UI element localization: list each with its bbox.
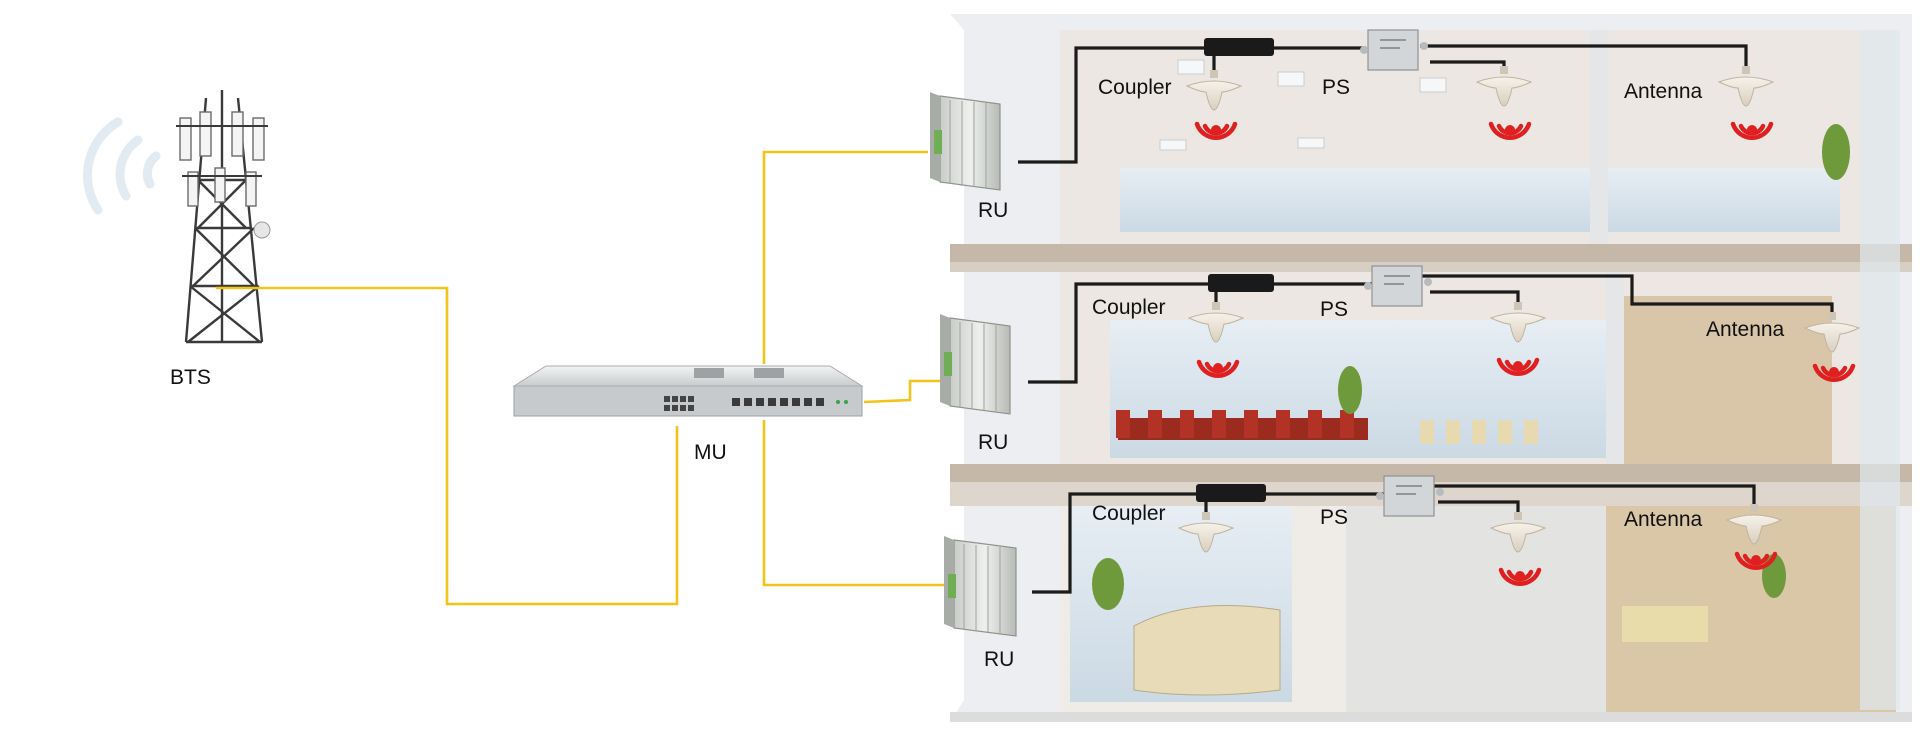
ru-label-middle: RU: [978, 431, 1008, 454]
coupler-label-top: Coupler: [1098, 76, 1172, 99]
fiber-links: [216, 150, 1042, 606]
ps-label-bottom: PS: [1320, 506, 1348, 529]
antenna-label-top: Antenna: [1624, 80, 1703, 103]
coupler-label-bottom: Coupler: [1092, 502, 1166, 525]
fiber-mu-to-ru-top: [762, 150, 928, 364]
antenna-label-bottom: Antenna: [1624, 508, 1703, 531]
building-cutaway: [950, 14, 1912, 722]
ru-label-bottom: RU: [984, 648, 1014, 671]
coupler-device-top: [1204, 38, 1274, 56]
fiber-bts-to-mu: [216, 286, 679, 606]
ps-device-top: [1360, 29, 1428, 71]
ps-device-middle: [1364, 265, 1432, 307]
antenna-icon: [1489, 512, 1547, 553]
fiber-mu-to-ru-middle: [863, 379, 948, 404]
ru-label-top: RU: [978, 199, 1008, 222]
antenna-icon: [1177, 512, 1235, 553]
coupler-device-middle: [1208, 274, 1274, 292]
antenna-icon: [1717, 66, 1775, 107]
ru-device-middle: [940, 314, 1011, 415]
antenna-icon: [1803, 312, 1861, 353]
antenna-icon: [1187, 302, 1245, 343]
mu-label: MU: [694, 441, 727, 464]
antenna-icon: [1475, 66, 1533, 107]
ps-device-bottom: [1376, 475, 1444, 517]
bts-label: BTS: [170, 366, 211, 389]
coupler-device-bottom: [1196, 484, 1266, 502]
antenna-label-middle: Antenna: [1706, 318, 1785, 341]
ru-device-top: [930, 92, 1001, 191]
ru-device-bottom: [944, 536, 1017, 637]
antenna-icon: [1725, 504, 1783, 545]
radio-wave-icon: [82, 117, 161, 215]
antenna-icon: [1489, 302, 1547, 343]
ps-label-middle: PS: [1320, 298, 1348, 321]
bts-tower: [82, 90, 271, 344]
mu-device: [512, 365, 864, 417]
coupler-label-middle: Coupler: [1092, 296, 1166, 319]
fiber-mu-to-ru-bottom: [762, 420, 948, 587]
antenna-icon: [1185, 70, 1243, 111]
ps-label-top: PS: [1322, 76, 1350, 99]
